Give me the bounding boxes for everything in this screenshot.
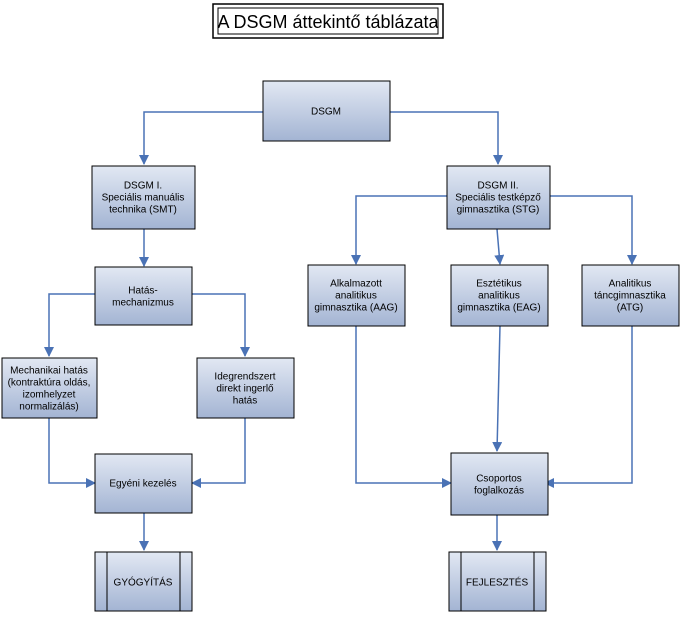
node-label-line: foglalkozás xyxy=(474,486,524,497)
node-label-line: Alkalmazott xyxy=(330,279,382,290)
arrow-atg-group xyxy=(544,326,633,488)
node-label-line: Esztétikus xyxy=(476,279,522,290)
node-root: DSGM xyxy=(262,80,391,142)
node-label-line: gimnasztika (STG) xyxy=(457,205,540,216)
arrow-stg-eag xyxy=(494,228,505,265)
node-label-line: FEJLESZTÉS xyxy=(466,576,529,589)
node-label-line: Egyéni kezelés xyxy=(109,479,176,490)
node-label-line: izomhelyzet xyxy=(23,390,76,401)
title-frame: A DSGM áttekintő táblázata xyxy=(212,3,444,39)
node-label-line: mechanizmus xyxy=(112,298,174,309)
node-label-line: DSGM I. xyxy=(124,181,162,192)
arrow-mechanical-individual xyxy=(48,418,96,488)
node-individual: Egyéni kezelés xyxy=(94,453,193,514)
node-label-healing: GYÓGYÍTÁS xyxy=(114,576,173,589)
node-healing: GYÓGYÍTÁS xyxy=(94,551,193,612)
node-label-line: Idegrendszert xyxy=(214,372,275,383)
node-label-line: analitikus xyxy=(335,291,377,302)
diagram-title: A DSGM áttekintő táblázata xyxy=(217,12,439,32)
node-label-line: Mechanikai hatás xyxy=(10,366,88,377)
node-label-line: (ATG) xyxy=(617,303,643,314)
node-label-line: Speciális manuális xyxy=(102,193,185,204)
node-label-line: technika (SMT) xyxy=(109,205,177,216)
node-label-line: direkt ingerlő xyxy=(216,384,274,395)
node-development: FEJLESZTÉS xyxy=(448,551,547,612)
node-label-line: táncgimnasztika xyxy=(594,291,666,302)
node-label-line: Speciális testképző xyxy=(455,193,541,204)
node-label-line: gimnasztika (AAG) xyxy=(314,303,397,314)
node-label-line: Csoportos xyxy=(476,474,522,485)
node-label-individual: Egyéni kezelés xyxy=(109,479,176,490)
node-label-mechanical: Mechanikai hatás(kontraktúra oldás,izomh… xyxy=(8,366,91,413)
node-label-mechanism: Hatás-mechanizmus xyxy=(112,286,174,309)
arrow-stg-aag xyxy=(351,195,447,265)
node-label-line: hatás xyxy=(233,396,257,407)
node-mechanical: Mechanikai hatás(kontraktúra oldás,izomh… xyxy=(1,357,98,419)
node-label-line: DSGM II. xyxy=(477,181,518,192)
arrow-reflex-individual xyxy=(191,418,246,488)
node-label-line: Analitikus xyxy=(609,279,652,290)
arrow-aag-group xyxy=(355,326,452,488)
node-label-line: Hatás- xyxy=(128,286,157,297)
arrow-stg-atg xyxy=(550,195,637,265)
node-label-line: GYÓGYÍTÁS xyxy=(114,576,173,589)
node-label-line: normalizálás) xyxy=(19,402,78,413)
arrow-root-stg xyxy=(390,111,503,165)
connectors xyxy=(44,111,637,551)
arrow-mechanism-reflex xyxy=(192,293,250,357)
node-label-line: DSGM xyxy=(311,107,341,118)
node-label-line: gimnasztika (EAG) xyxy=(457,303,540,314)
arrow-eag-group xyxy=(492,325,503,452)
node-mechanism: Hatás-mechanizmus xyxy=(94,266,193,326)
node-label-line: analitikus xyxy=(478,291,520,302)
arrow-root-smt xyxy=(139,111,263,165)
node-label-development: FEJLESZTÉS xyxy=(466,576,529,589)
node-label-line: (kontraktúra oldás, xyxy=(8,378,91,389)
node-label-root: DSGM xyxy=(311,107,341,118)
arrow-mechanism-mechanical xyxy=(44,293,95,357)
